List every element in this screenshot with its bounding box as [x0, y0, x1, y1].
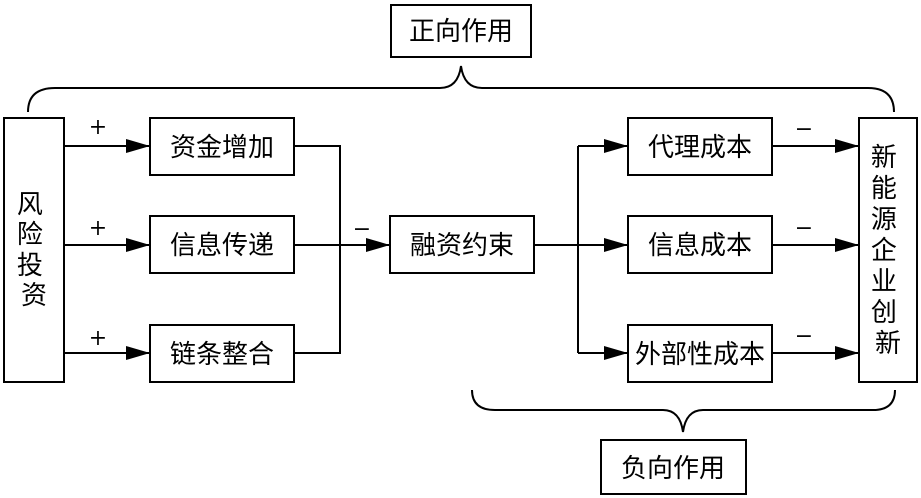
node-nev-innovation: 新 能 源 企 业 创 新 — [858, 117, 918, 383]
node-information-transfer: 信息传递 — [149, 215, 295, 274]
venture-investment-char: 风 — [17, 190, 43, 220]
node-information-cost: 信息成本 — [627, 215, 773, 274]
sign-capital-increase: + — [89, 115, 107, 140]
external-cost-text: 外部性成本 — [635, 340, 765, 370]
capital-increase-text: 资金增加 — [170, 133, 274, 163]
financing-constraint-text: 融资约束 — [410, 231, 514, 261]
venture-investment-char: 资 — [21, 281, 47, 311]
node-chain-integration: 链条整合 — [149, 324, 295, 383]
venture-investment-char: 投 — [17, 251, 43, 281]
nev-innovation-char: 创 — [871, 298, 897, 328]
negative-effect-text: 负向作用 — [621, 454, 725, 484]
sign-agency-cost: − — [795, 117, 813, 142]
positive-effect-label: 正向作用 — [390, 4, 532, 58]
sign-to-financing-constraint: − — [353, 217, 371, 242]
node-financing-constraint: 融资约束 — [389, 215, 535, 274]
negative-effect-brace — [471, 389, 896, 433]
sign-information-cost: − — [795, 216, 813, 241]
positive-effect-brace — [27, 65, 895, 113]
nev-innovation-char: 企 — [871, 236, 897, 266]
edge-merge-bracket — [294, 145, 341, 354]
positive-effect-text: 正向作用 — [409, 17, 513, 47]
nev-innovation-char: 源 — [871, 205, 897, 235]
venture-investment-char: 险 — [17, 220, 43, 250]
negative-effect-label: 负向作用 — [600, 439, 747, 495]
information-transfer-text: 信息传递 — [170, 231, 274, 261]
agency-cost-text: 代理成本 — [648, 133, 752, 163]
sign-chain-integration: + — [89, 326, 107, 351]
nev-innovation-text: 新 能 源 企 业 创 新 — [871, 143, 905, 359]
node-capital-increase: 资金增加 — [149, 117, 295, 176]
venture-investment-text: 风 险 投 资 — [17, 190, 51, 311]
chain-integration-text: 链条整合 — [170, 340, 274, 370]
node-agency-cost: 代理成本 — [627, 117, 773, 176]
nev-innovation-char: 能 — [871, 174, 897, 204]
sign-information-transfer: + — [89, 216, 107, 241]
nev-innovation-char: 业 — [871, 267, 897, 297]
node-venture-investment: 风 险 投 资 — [3, 117, 65, 383]
nev-innovation-char: 新 — [875, 329, 901, 359]
sign-external-cost: − — [795, 324, 813, 349]
nev-innovation-char: 新 — [871, 143, 897, 173]
information-cost-text: 信息成本 — [648, 231, 752, 261]
node-external-cost: 外部性成本 — [627, 324, 773, 383]
